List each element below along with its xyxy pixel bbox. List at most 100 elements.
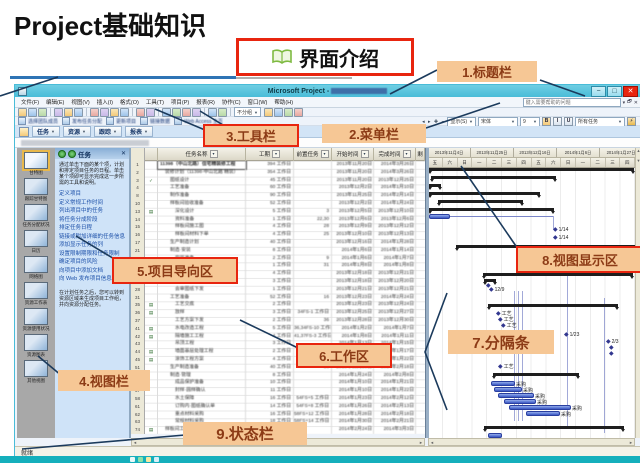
viewbar-item-6[interactable]: 资源工作表 bbox=[18, 282, 54, 305]
filter-arrow-icon[interactable]: ▾ bbox=[272, 150, 280, 158]
menu-item-3[interactable]: 视图(V) bbox=[71, 100, 90, 106]
gantt-summary-bar[interactable] bbox=[492, 373, 580, 379]
gantt-summary-bar[interactable] bbox=[483, 426, 625, 432]
format-painter-icon[interactable] bbox=[120, 107, 129, 117]
unlink-tasks-icon[interactable] bbox=[182, 107, 191, 117]
guide-link-5[interactable]: 排定任务日程 bbox=[59, 225, 93, 231]
open-icon[interactable] bbox=[28, 107, 37, 117]
viewbar-item-7[interactable]: 资源使用状况 bbox=[18, 308, 54, 331]
gantt-summary-bar[interactable] bbox=[428, 192, 541, 198]
no-group-combobox[interactable]: 不分组▼ bbox=[234, 107, 261, 117]
guide-tab-报表[interactable]: 报表▼ bbox=[124, 126, 153, 137]
toolbar-button-1[interactable]: 选择团队成员 bbox=[18, 117, 58, 125]
viewbar-item-4[interactable]: 日历 bbox=[18, 230, 54, 253]
undo-icon[interactable] bbox=[136, 107, 145, 117]
menu-item-1[interactable]: 文件(F) bbox=[21, 100, 40, 106]
redo-icon[interactable] bbox=[146, 107, 155, 117]
paste-icon[interactable] bbox=[110, 107, 119, 117]
close-button[interactable]: ✕ bbox=[623, 86, 638, 97]
split-divider-bar[interactable] bbox=[425, 148, 429, 438]
menu-item-7[interactable]: 项目(P) bbox=[170, 100, 190, 106]
menu-item-4[interactable]: 插入(I) bbox=[96, 100, 113, 106]
guide-link-6[interactable]: 链接或附加详细的任务信息 bbox=[59, 233, 126, 240]
gantt-task-bar[interactable]: 采购 bbox=[526, 411, 571, 418]
copy-icon[interactable] bbox=[100, 107, 109, 117]
gantt-summary-bar[interactable] bbox=[483, 279, 497, 285]
column-header-2[interactable]: 工期▾ bbox=[246, 147, 294, 161]
font-size-combobox[interactable]: 9▼ bbox=[520, 116, 540, 127]
toolbar-button-2[interactable]: 发布任务分配 bbox=[62, 117, 102, 125]
help-input[interactable] bbox=[522, 98, 621, 107]
show-dropdown[interactable]: 显示(S)▼ bbox=[447, 116, 476, 127]
guide-tab-资源[interactable]: 资源▼ bbox=[62, 126, 91, 137]
gantt-task-bar[interactable] bbox=[429, 214, 450, 219]
filter-combobox[interactable]: 所有任务▼ bbox=[575, 116, 625, 127]
print-icon[interactable] bbox=[54, 107, 63, 117]
toolbar-button-4[interactable]: 链接数据 bbox=[140, 117, 170, 125]
underline-button[interactable]: U bbox=[564, 117, 573, 126]
close-icon[interactable]: ✕ bbox=[120, 151, 126, 157]
menu-item-11[interactable]: 帮助(H) bbox=[274, 100, 294, 106]
guide-link-11[interactable]: 向 Web 发布项目信息 bbox=[59, 276, 112, 282]
print-preview-icon[interactable] bbox=[64, 107, 73, 117]
filter-arrow-icon[interactable]: ▾ bbox=[360, 150, 369, 158]
guide-tab-跟踪[interactable]: 跟踪▼ bbox=[93, 126, 122, 137]
new-icon[interactable] bbox=[18, 107, 27, 117]
column-header-1[interactable]: 任务名称▾ bbox=[158, 147, 246, 161]
bold-button[interactable]: B bbox=[542, 117, 551, 126]
viewbar-item-3[interactable]: 任务分配状况 bbox=[18, 204, 54, 227]
gantt-summary-bar[interactable] bbox=[430, 176, 557, 182]
italic-button[interactable]: I bbox=[553, 117, 562, 126]
autofilter-icon[interactable]: ⚡ bbox=[627, 117, 636, 126]
guide-link-10[interactable]: 向项目中添加文档 bbox=[59, 267, 104, 274]
taskbar-icon[interactable] bbox=[154, 457, 159, 462]
split-task-icon[interactable] bbox=[192, 107, 201, 117]
column-header-5[interactable]: 完成时间▾ bbox=[374, 147, 416, 161]
filter-arrow-icon[interactable]: ▾ bbox=[320, 150, 329, 158]
guide-link-2[interactable]: 定义常规工作时间 bbox=[59, 199, 104, 206]
link-tasks-icon[interactable] bbox=[172, 107, 181, 117]
notes-icon[interactable] bbox=[208, 107, 217, 117]
viewbar-item-8[interactable]: 资源图表 bbox=[18, 334, 54, 357]
gantt-horizontal-scrollbar[interactable]: ◄► bbox=[428, 438, 635, 446]
save-icon[interactable] bbox=[38, 107, 47, 117]
cut-icon[interactable] bbox=[90, 107, 99, 117]
zoom-out-icon[interactable] bbox=[273, 107, 283, 117]
menu-item-6[interactable]: 工具(T) bbox=[145, 100, 164, 106]
forward-icon[interactable] bbox=[68, 149, 76, 158]
font-name-combobox[interactable]: 宋体▼ bbox=[478, 116, 518, 127]
guide-link-1[interactable]: 定义项目 bbox=[59, 191, 82, 197]
gantt-task-bar[interactable]: 采购 bbox=[498, 393, 545, 400]
viewbar-item-5[interactable]: 网络图 bbox=[18, 256, 54, 279]
menu-item-9[interactable]: 协作(C) bbox=[221, 100, 241, 106]
gantt-task-bar[interactable] bbox=[488, 433, 502, 438]
taskbar-icon[interactable] bbox=[138, 457, 143, 462]
filter-arrow-icon[interactable]: ▾ bbox=[209, 150, 218, 158]
maximize-button[interactable]: □ bbox=[607, 86, 622, 97]
gantt-summary-bar[interactable] bbox=[482, 273, 634, 279]
go-to-task-icon[interactable] bbox=[283, 107, 293, 117]
guide-tab-任务[interactable]: 任务▼ bbox=[32, 126, 60, 137]
spelling-icon[interactable] bbox=[74, 107, 83, 117]
menu-item-5[interactable]: 格式(O) bbox=[119, 100, 139, 106]
gantt-task-bar[interactable]: 采购 bbox=[494, 387, 533, 394]
